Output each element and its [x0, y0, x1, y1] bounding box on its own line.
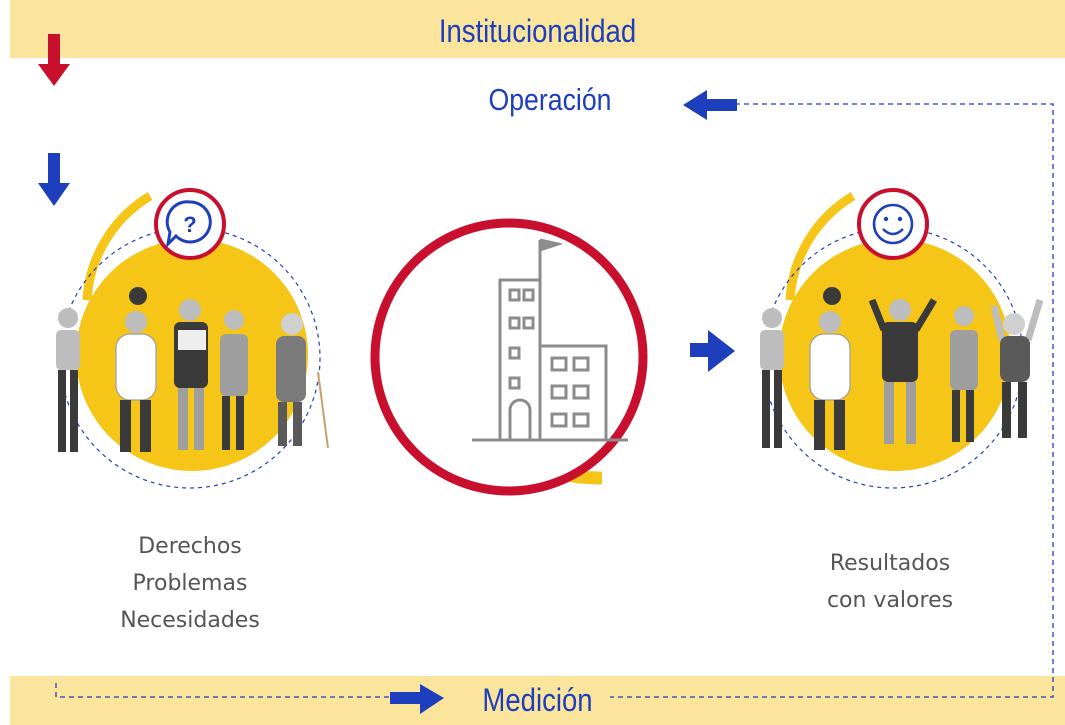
left-people-illustration — [56, 287, 329, 452]
left-caption: Derechos Problemas Necesidades — [80, 528, 300, 639]
feedback-dashed-line — [55, 103, 1054, 698]
right-caption: Resultados con valores — [780, 545, 1000, 619]
red-down-arrow-icon — [38, 34, 70, 86]
caption-problemas: Problemas — [132, 571, 248, 596]
caption-derechos: Derechos — [138, 534, 242, 559]
blue-right-arrow-icon — [390, 684, 444, 714]
medicion-band: Medición — [10, 676, 1065, 725]
blue-center-right-arrow-icon — [690, 330, 735, 372]
question-bubble-icon: ? — [154, 188, 226, 260]
caption-resultados: Resultados — [829, 551, 951, 576]
blue-down-arrow-icon — [38, 153, 70, 206]
institucionalidad-title: Institucionalidad — [438, 13, 637, 49]
blue-left-arrow-icon — [683, 90, 737, 120]
caption-con-valores: con valores — [826, 588, 954, 613]
medicion-title: Medición — [482, 682, 593, 718]
svg-text:?: ? — [183, 212, 196, 237]
building-icon — [472, 238, 628, 442]
institucionalidad-band: Institucionalidad — [10, 0, 1065, 58]
smiley-icon — [857, 188, 929, 260]
center-institution — [370, 218, 648, 496]
right-people-illustration — [760, 287, 1044, 450]
left-citizens-group: ? — [56, 188, 329, 489]
operacion-title: Operación — [488, 82, 612, 117]
caption-necesidades: Necesidades — [120, 608, 260, 633]
right-citizens-group — [760, 188, 1044, 489]
